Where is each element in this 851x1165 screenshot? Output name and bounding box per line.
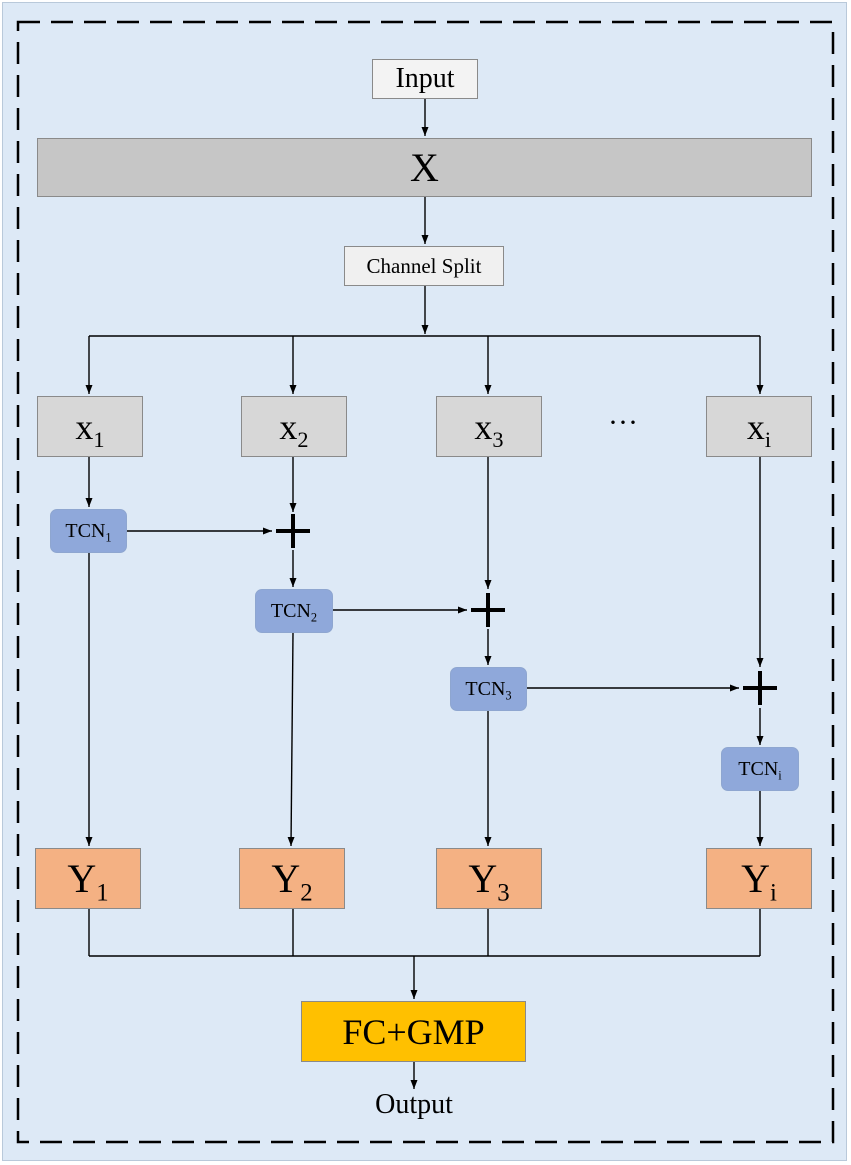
tcn-2-block: TCN2 — [255, 589, 333, 633]
output-y1-box: Y1 — [35, 848, 141, 909]
tcn-1-block: TCN1 — [50, 509, 127, 553]
input-x3-label: x3 — [474, 406, 504, 452]
fc-gmp-box: FC+GMP — [301, 1001, 526, 1062]
channel-split-box: Channel Split — [344, 246, 504, 286]
tcn-i-label: TCNi — [738, 757, 782, 782]
tcn-i-block: TCNi — [721, 747, 799, 791]
input-xi-box: xi — [706, 396, 812, 457]
output-label: Output — [375, 1089, 453, 1120]
tcn-1-label: TCN1 — [65, 519, 112, 544]
input-x2-label: x2 — [279, 406, 309, 452]
tcn-3-block: TCN3 — [450, 667, 527, 711]
output-y3-box: Y3 — [436, 848, 542, 909]
input-x1-label: x1 — [75, 406, 105, 452]
x-feature-bar: X — [37, 138, 812, 197]
plus-icon — [740, 668, 780, 708]
input-x2-box: x2 — [241, 396, 347, 457]
input-box: Input — [372, 59, 478, 99]
input-label: Input — [395, 63, 455, 94]
tcn-3-label: TCN3 — [465, 677, 512, 702]
input-x1-box: x1 — [37, 396, 143, 457]
arrow-tcn2-to-y2 — [287, 632, 295, 847]
channel-split-label: Channel Split — [366, 253, 482, 278]
output-yi-box: Yi — [706, 848, 812, 909]
input-x3-box: x3 — [436, 396, 542, 457]
x-label: X — [410, 145, 439, 190]
tcn-2-label: TCN2 — [270, 599, 318, 624]
dashed-frame — [16, 20, 835, 1144]
output-yi-label: Yi — [741, 856, 777, 907]
output-y1-label: Y1 — [67, 856, 109, 907]
plus-icon — [468, 590, 508, 630]
output-y2-label: Y2 — [271, 856, 313, 907]
output-y3-label: Y3 — [468, 856, 510, 907]
plus-icon — [273, 511, 313, 551]
fc-gmp-label: FC+GMP — [342, 1011, 485, 1052]
input-xi-label: xi — [746, 406, 772, 452]
ellipsis: ··· — [608, 406, 638, 439]
output-y2-box: Y2 — [239, 848, 345, 909]
